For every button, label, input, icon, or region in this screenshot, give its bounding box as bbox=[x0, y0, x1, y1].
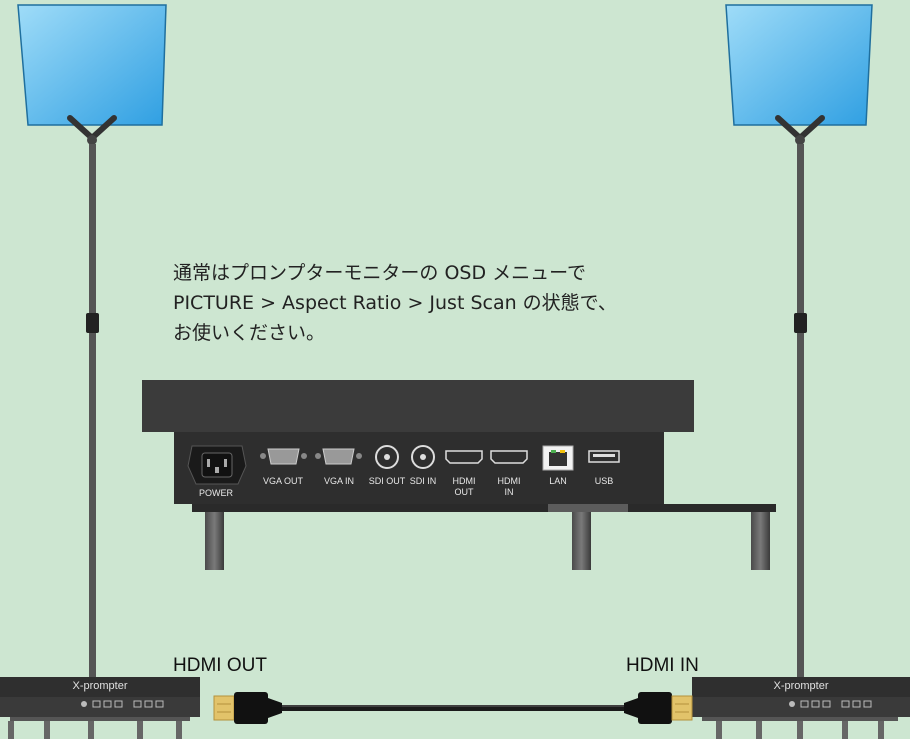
left-prompter-base bbox=[0, 677, 200, 739]
hdmi-in-label: HDMI IN bbox=[491, 476, 527, 498]
left-brand-label: X-prompter bbox=[72, 680, 128, 692]
left-stand-pole bbox=[89, 144, 96, 704]
right-teleprompter bbox=[725, 4, 873, 704]
monitor-leg-3 bbox=[751, 512, 770, 570]
right-hdmi-plug-icon bbox=[624, 692, 693, 724]
usb-label: USB bbox=[594, 476, 614, 486]
vga-in-label: VGA IN bbox=[323, 476, 354, 486]
usb-port-icon bbox=[588, 450, 620, 463]
monitor-leg-1 bbox=[205, 512, 224, 570]
power-label: POWER bbox=[198, 488, 233, 498]
instruction-note: 通常はプロンプターモニターの OSD メニューで PICTURE > Aspec… bbox=[173, 258, 733, 348]
vga-in-port-icon bbox=[315, 448, 362, 465]
sdi-out-label: SDI OUT bbox=[368, 476, 406, 486]
left-hdmi-plug-icon bbox=[213, 692, 282, 724]
left-prompter-glass bbox=[17, 4, 167, 126]
hdmi-out-cable-label: HDMI OUT bbox=[173, 655, 267, 676]
right-brand-label: X-prompter bbox=[773, 680, 829, 692]
sdi-in-port-icon bbox=[411, 445, 435, 469]
right-glass-holder bbox=[775, 115, 825, 145]
hdmi-out-label: HDMI OUT bbox=[446, 476, 482, 498]
prompter-monitor bbox=[142, 380, 776, 570]
sdi-in-label: SDI IN bbox=[409, 476, 437, 486]
hdmi-cable bbox=[213, 692, 693, 724]
note-line-3: お使いください。 bbox=[173, 322, 326, 344]
hdmi-out-label-line-2: OUT bbox=[454, 487, 474, 497]
lan-port-icon bbox=[542, 445, 574, 471]
power-socket-icon bbox=[187, 445, 247, 485]
lan-label: LAN bbox=[549, 476, 567, 486]
right-pole-clamp bbox=[794, 313, 807, 333]
sdi-out-port-icon bbox=[375, 445, 399, 469]
monitor-leg-2 bbox=[572, 512, 591, 570]
left-glass-holder bbox=[67, 115, 117, 145]
hdmi-in-label-line-1: HDMI bbox=[497, 476, 521, 486]
hdmi-out-port-icon bbox=[445, 450, 483, 464]
hdmi-in-label-line-2: IN bbox=[504, 487, 514, 497]
right-stand-pole bbox=[797, 144, 804, 704]
right-prompter-glass bbox=[725, 4, 873, 126]
hdmi-in-cable-label: HDMI IN bbox=[626, 655, 699, 676]
note-line-2: PICTURE > Aspect Ratio > Just Scan の状態で、 bbox=[173, 292, 617, 314]
hdmi-out-label-line-1: HDMI bbox=[452, 476, 476, 486]
vga-out-port-icon bbox=[260, 448, 307, 465]
monitor-base-highlight bbox=[548, 504, 628, 512]
right-prompter-base bbox=[692, 677, 910, 739]
note-line-1: 通常はプロンプターモニターの OSD メニューで bbox=[173, 262, 587, 284]
left-teleprompter bbox=[17, 4, 167, 704]
vga-out-label: VGA OUT bbox=[262, 476, 303, 486]
monitor-top-housing bbox=[142, 380, 694, 432]
left-pole-clamp bbox=[86, 313, 99, 333]
hdmi-in-port-icon bbox=[490, 450, 528, 464]
monitor-base-plate bbox=[192, 504, 776, 512]
